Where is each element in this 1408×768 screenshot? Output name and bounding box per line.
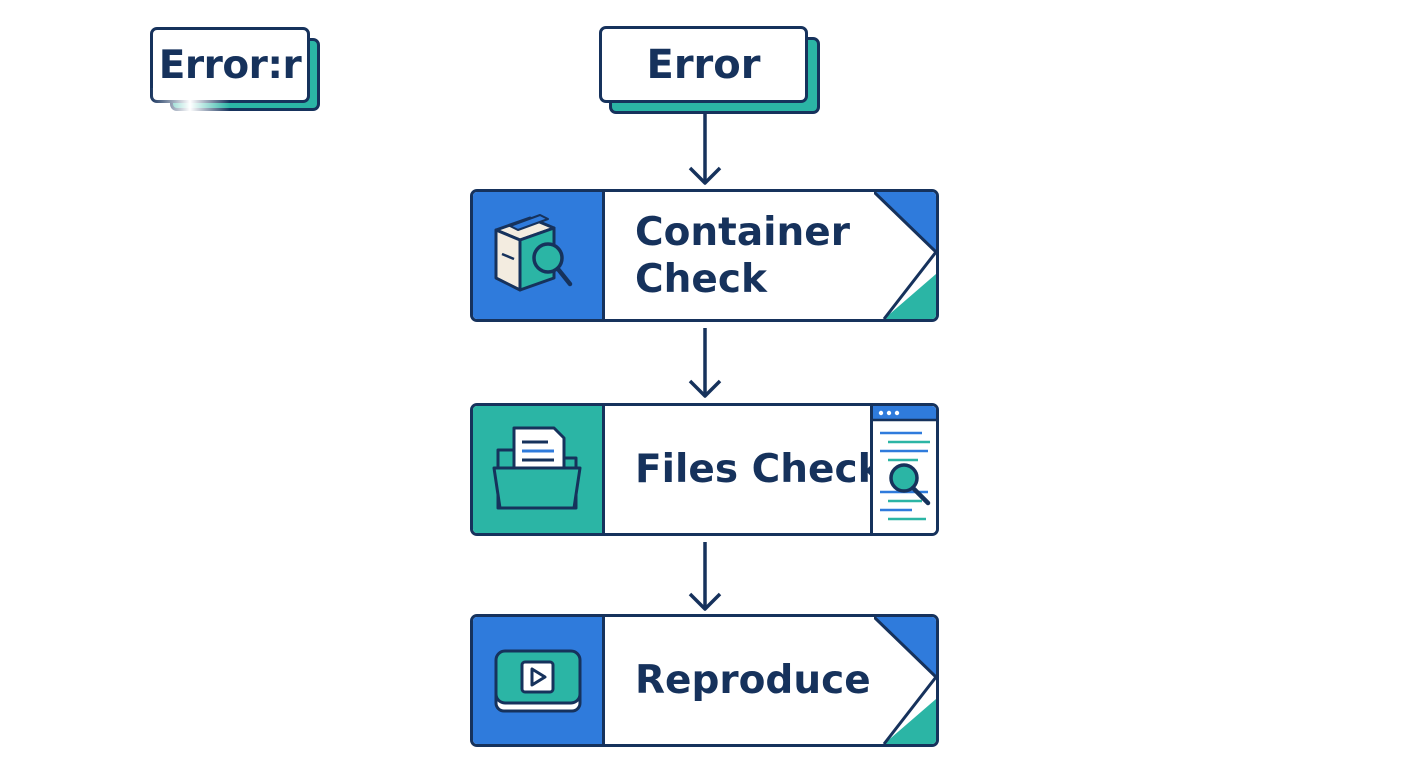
step-label: Container Check	[635, 192, 850, 319]
play-video-icon	[494, 649, 581, 712]
step-label-line2: Check	[635, 256, 767, 302]
step-label: Files Check	[635, 406, 884, 533]
step-container-check: Container Check	[470, 189, 939, 322]
arrow-down-icon	[688, 114, 722, 185]
step-icon-panel	[473, 617, 605, 744]
step-reproduce: Reproduce	[470, 614, 939, 747]
corner-tab-decoration	[874, 192, 936, 319]
step-files-check: Files Check	[470, 403, 939, 536]
corner-tab-decoration	[874, 617, 936, 744]
folder-document-icon	[492, 426, 581, 509]
step-label-line1: Container	[635, 209, 850, 255]
step-label: Reproduce	[635, 617, 871, 744]
container-search-icon	[494, 213, 572, 291]
step-label-line1: Reproduce	[635, 658, 871, 703]
step-icon-panel	[473, 192, 605, 319]
step-icon-panel	[473, 406, 605, 533]
badge-fade	[150, 88, 230, 116]
error-node: Error	[599, 26, 808, 103]
step-label-line1: Files Check	[635, 447, 884, 492]
error-node-label: Error	[646, 41, 761, 88]
arrow-down-icon	[688, 542, 722, 611]
code-window-icon	[870, 406, 936, 533]
arrow-down-icon	[688, 328, 722, 398]
error-badge-label: Error:r	[158, 42, 302, 88]
